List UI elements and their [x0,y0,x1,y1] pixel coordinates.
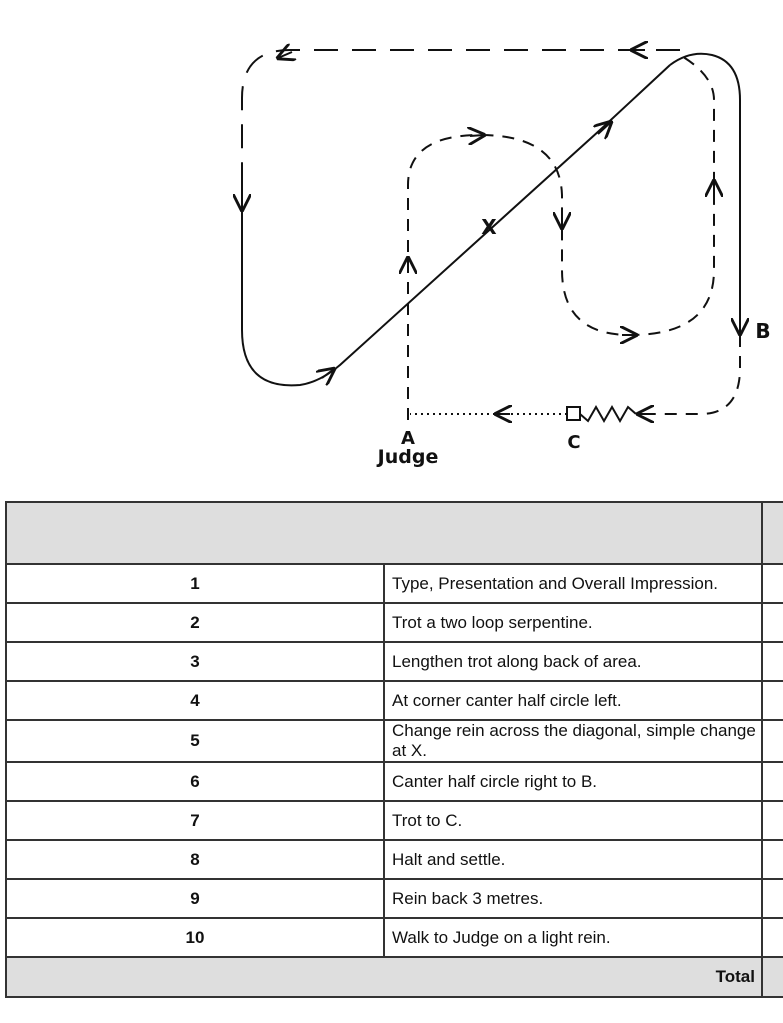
movement-description: Canter half circle right to B. [383,761,763,802]
mark-cell[interactable] [761,800,783,841]
movement-number: 10 [5,917,385,958]
table-row: 4 At corner canter half circle left. [5,680,783,721]
table-row: 10 Walk to Judge on a light rein. [5,917,783,958]
serpentine-path [407,54,715,420]
canter-half-circle-right [669,52,741,330]
mark-cell[interactable] [761,839,783,880]
rein-back-zigzag [579,404,637,424]
movement-number: 2 [5,602,385,643]
movement-number: 5 [5,719,385,763]
judge-label: Judge [376,446,439,468]
diagonal-arrow-icon [322,369,334,378]
movement-description: Trot a two loop serpentine. [383,602,763,643]
corner-arrow-icon [278,52,292,58]
mark-cell[interactable] [761,563,783,604]
movement-number: 1 [5,563,385,604]
movement-description: Walk to Judge on a light rein. [383,917,763,958]
movement-number: 8 [5,839,385,880]
table-row: 6 Canter half circle right to B. [5,761,783,802]
movement-number: 6 [5,761,385,802]
table-header-row [5,501,783,565]
test-sheet-table: 1 Type, Presentation and Overall Impress… [5,501,783,998]
header-mark-cell [761,501,783,565]
halt-marker-icon [566,406,581,421]
diagonal-arrow-icon [598,122,611,134]
movement-number: 9 [5,878,385,919]
movement-description: Change rein across the diagonal, simple … [383,719,763,763]
movement-description: Trot to C. [383,800,763,841]
table-row: 8 Halt and settle. [5,839,783,880]
mark-cell[interactable] [761,680,783,721]
x-marker-label: X [481,215,497,239]
arena-diagram: X B A Judge C [0,0,771,468]
movement-number: 3 [5,641,385,682]
table-row: 5 Change rein across the diagonal, simpl… [5,719,783,763]
header-cell [5,501,763,565]
b-marker-label: B [755,319,770,343]
movement-number: 4 [5,680,385,721]
table-row: 9 Rein back 3 metres. [5,878,783,919]
mark-cell[interactable] [761,878,783,919]
table-row: 2 Trot a two loop serpentine. [5,602,783,643]
table-footer-row: Total [5,956,783,998]
movement-description: Rein back 3 metres. [383,878,763,919]
movement-description: Type, Presentation and Overall Impressio… [383,563,763,604]
canter-half-circle-left [241,64,671,387]
table-row: 7 Trot to C. [5,800,783,841]
movement-number: 7 [5,800,385,841]
mark-cell[interactable] [761,641,783,682]
mark-cell[interactable] [761,719,783,763]
total-mark-cell[interactable] [761,956,783,998]
mark-cell[interactable] [761,761,783,802]
mark-cell[interactable] [761,602,783,643]
a-marker-label: A [401,428,415,449]
back-trot-path [241,49,680,180]
right-arrow-icon [470,135,484,136]
total-label: Total [5,956,763,998]
c-marker-label: C [567,432,580,453]
movement-description: Halt and settle. [383,839,763,880]
movement-description: At corner canter half circle left. [383,680,763,721]
mark-cell[interactable] [761,917,783,958]
table-row: 3 Lengthen trot along back of area. [5,641,783,682]
table-row: 1 Type, Presentation and Overall Impress… [5,563,783,604]
trot-to-c-path [640,335,741,415]
movement-description: Lengthen trot along back of area. [383,641,763,682]
